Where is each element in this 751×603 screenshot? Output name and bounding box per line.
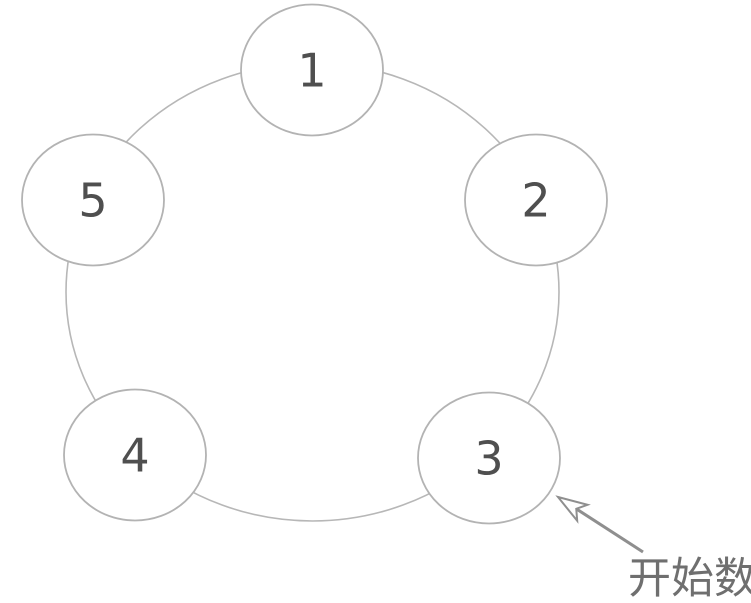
node-4: 4 [63, 388, 207, 522]
node-3: 3 [417, 391, 561, 525]
node-2: 2 [464, 133, 608, 267]
node-number-label: 2 [521, 174, 550, 228]
node-circle [21, 133, 165, 267]
node-circle [464, 133, 608, 267]
node-number-label: 4 [120, 429, 149, 483]
arrow-head-icon [555, 495, 591, 524]
arrow-shaft [575, 507, 644, 554]
node-number-label: 3 [474, 432, 503, 486]
node-number-label: 1 [297, 44, 326, 98]
annotation-layer: 开始数 [555, 495, 751, 603]
node-5: 5 [21, 133, 165, 267]
node-1: 1 [240, 3, 384, 137]
node-circle [63, 388, 207, 522]
annotation-start-count-label: 开始数 [628, 554, 751, 603]
nodes-layer: 1 2 3 4 5 [21, 3, 608, 525]
node-circle [417, 391, 561, 525]
node-circle [240, 3, 384, 137]
node-number-label: 5 [78, 174, 107, 228]
